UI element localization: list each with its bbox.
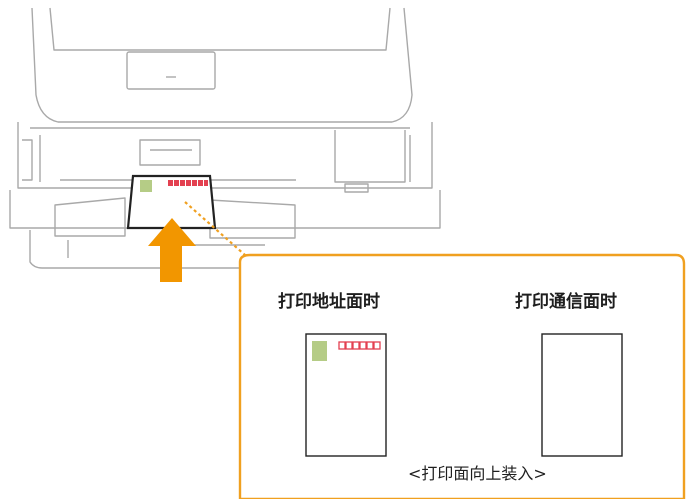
tray-postal-code-icon [168,180,208,186]
stamp-box-icon [312,341,327,361]
load-instruction-caption: <打印面向上装入> [408,464,547,483]
message-side-postcard [541,333,623,457]
message-side-label: 打印通信面时 [515,292,617,312]
callout-leader-line [184,201,246,256]
postal-code-boxes-icon [338,341,381,350]
address-side-postcard [305,333,387,457]
load-direction-arrow-icon [148,218,196,282]
postcard-on-tray [126,174,217,230]
address-side-label: 打印地址面时 [278,292,380,312]
tray-stamp-icon [140,180,152,192]
printer-illustration [9,7,441,269]
